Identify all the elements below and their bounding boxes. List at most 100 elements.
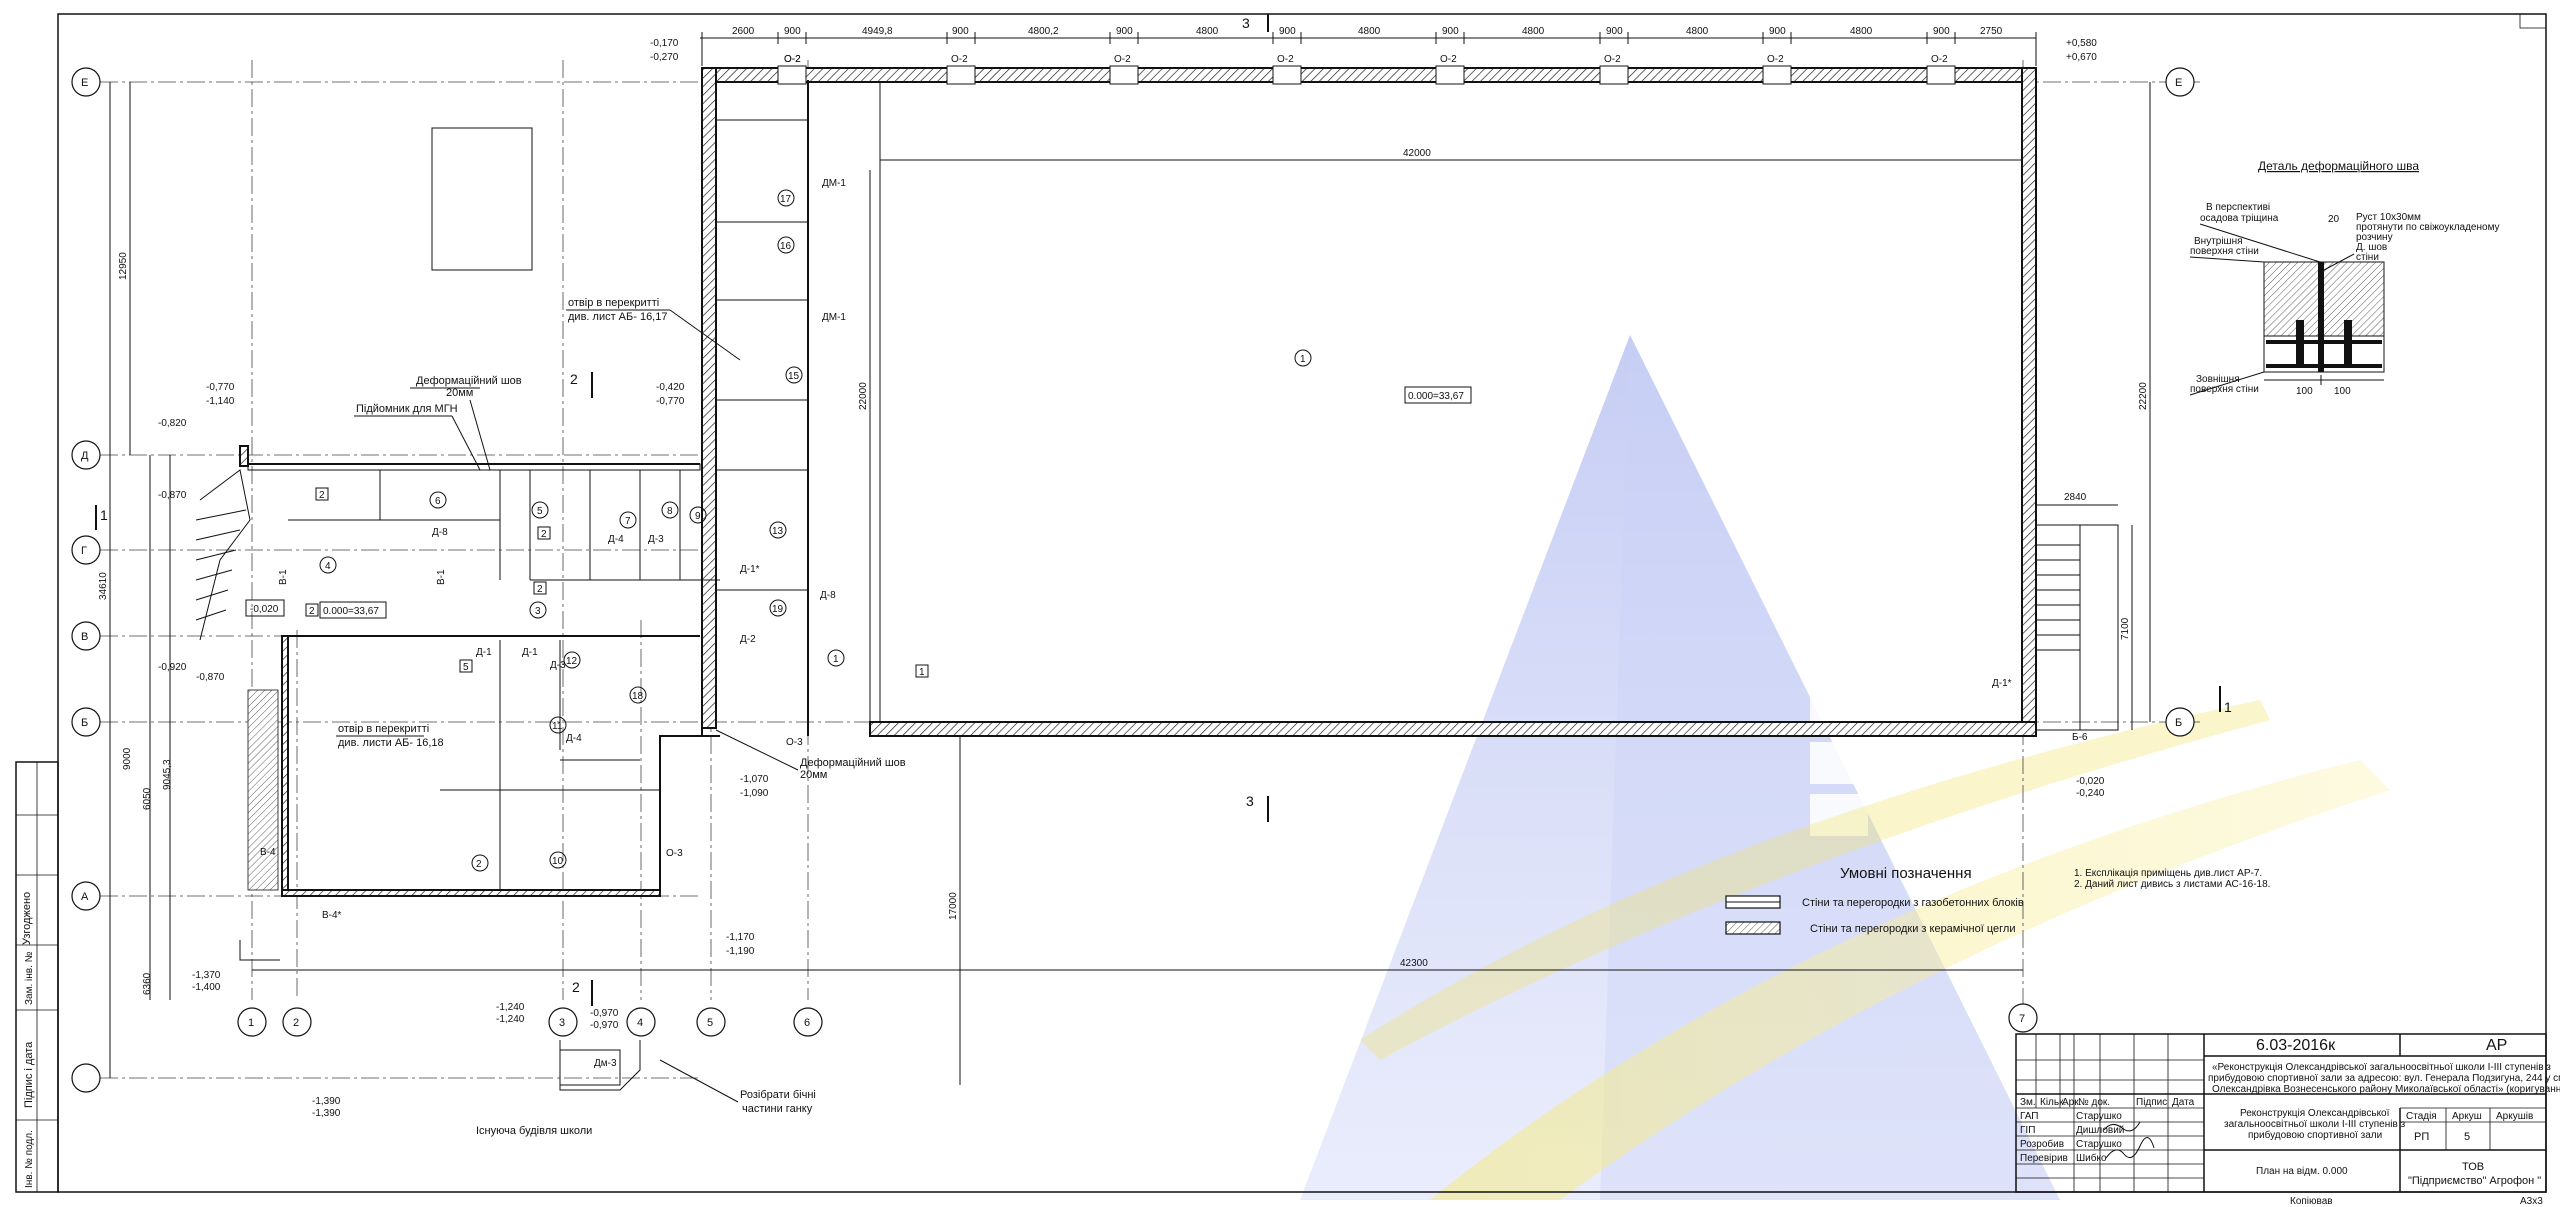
annotation: частини ганку — [742, 1103, 813, 1115]
door-tag: Д-2 — [740, 634, 756, 645]
detail-text: стіни — [2356, 252, 2379, 263]
room-tag: 2 — [541, 529, 547, 540]
door-tag: Д-1 — [522, 647, 538, 658]
room-number: 15 — [788, 371, 800, 382]
window-tag: О-2 — [1277, 54, 1294, 65]
door-tag: О-3 — [666, 848, 683, 859]
annotation: див. листи АБ- 16,18 — [338, 737, 444, 749]
dim-label: 2600 — [732, 26, 755, 37]
gym-hall: 1 0.000=33,67 1 — [915, 349, 1472, 678]
dim-label: 7100 — [2120, 617, 2131, 640]
annotation: Деформаційний шов — [800, 757, 906, 769]
dim-label: 900 — [1442, 26, 1459, 37]
room-number: 11 — [552, 721, 563, 732]
section-mark: 2 — [572, 979, 580, 995]
axis-label: А — [81, 891, 89, 903]
top-dimension-chain: 2600 900 4949,8 900 4800,2 900 4800 900 … — [700, 26, 2037, 66]
axis-label: В — [81, 631, 88, 643]
door-tag: Д-4 — [608, 534, 624, 545]
room-number: 1 — [1300, 354, 1306, 365]
tb-header: Стадія — [2406, 1111, 2437, 1122]
window-tag: О-2 — [951, 54, 968, 65]
side-label: Зам. інв. № — [24, 951, 35, 1005]
sheet-frame: Узгоджено Інв. № подл. Підпис і дата Зам… — [15, 13, 2547, 1193]
level-mark: -1,170 — [726, 932, 755, 943]
dim-label: 2840 — [2064, 492, 2087, 503]
level-mark: +0,670 — [2066, 52, 2097, 63]
dim-label: 22000 — [858, 382, 869, 410]
door-tag: ДМ-1 — [822, 178, 846, 189]
tb-header: Аркушів — [2496, 1111, 2533, 1122]
window-tag: О-2 — [1931, 54, 1948, 65]
detail-text: осадова тріщина — [2200, 213, 2279, 224]
room-tag: 2 — [319, 490, 325, 501]
tb-col: Кільк. — [2040, 1097, 2066, 1108]
note-line: 2. Даний лист дивись з листами АС-16-18. — [2074, 879, 2270, 890]
level-mark: -0,770 — [656, 396, 685, 407]
tb-stage: РП — [2414, 1131, 2429, 1143]
dim-label: 900 — [1933, 26, 1950, 37]
section-mark: 2 — [570, 371, 578, 387]
tb-col: Дата — [2172, 1097, 2195, 1108]
level-mark: -1,070 — [740, 774, 769, 785]
room-number: 5 — [537, 506, 543, 517]
annotation: Існуюча будівля школи — [476, 1125, 592, 1137]
detail-dim: 100 — [2296, 386, 2313, 397]
axis-label: 1 — [248, 1017, 254, 1029]
tb-role: Розробив — [2020, 1138, 2064, 1150]
door-tag: Дм-3 — [594, 1058, 617, 1069]
tb-role: ГІП — [2020, 1125, 2035, 1136]
room-number: 19 — [772, 604, 784, 615]
legend: Умовні позначення Стіни та перегородки з… — [1725, 865, 2024, 935]
annotation: 20мм — [800, 769, 827, 781]
room-number: 8 — [667, 506, 673, 517]
tb-role: Перевірив — [2020, 1153, 2068, 1164]
signature-mark — [2103, 1121, 2141, 1132]
plan-annotations: Деформаційний шов 20мм Підйомник для МГН… — [336, 297, 906, 1137]
dim-label: 2750 — [1980, 26, 2003, 37]
section-mark: 1 — [100, 507, 108, 523]
detail-text: поверхня стіни — [2190, 384, 2259, 395]
room-number: 7 — [625, 516, 631, 527]
level-mark: -0,270 — [650, 52, 679, 63]
legend-label: Стіни та перегородки з газобетонних блок… — [1802, 897, 2024, 909]
dim-label: 6360 — [142, 972, 153, 995]
signature-mark — [2105, 1137, 2155, 1159]
door-tag: Д-8 — [820, 590, 836, 601]
dim-label: 42000 — [1403, 148, 1431, 159]
room-number: 2 — [476, 859, 482, 870]
window-tag: О-2 — [1114, 54, 1131, 65]
legend-title: Умовні позначення — [1840, 865, 1972, 882]
level-mark: -0,820 — [158, 418, 187, 429]
level-mark: -0,970 — [590, 1008, 619, 1019]
dim-label: 900 — [784, 26, 801, 37]
dim-label: 4800 — [1358, 26, 1381, 37]
window-tag: О-2 — [784, 54, 801, 65]
tb-person: Шибко — [2076, 1152, 2107, 1164]
dim-label: 22200 — [2138, 382, 2149, 410]
company: "Підприємство" Агрофон " — [2408, 1175, 2541, 1187]
notes: 1. Експлікація приміщень див.лист АР-7. … — [2074, 868, 2270, 890]
room-tag: 2 — [537, 584, 543, 595]
axis-label: Е — [81, 77, 88, 89]
door-tag: В-1 — [278, 569, 289, 585]
dim-label: 4800,2 — [1028, 26, 1059, 37]
level-mark: -1,400 — [192, 982, 221, 993]
legend-label: Стіни та перегородки з керамічної цегли — [1810, 923, 2015, 935]
door-tag: Б-6 — [2072, 732, 2088, 743]
annotation: Підйомник для МГН — [356, 403, 458, 415]
level-box: 0.000=33,67 — [1408, 391, 1464, 402]
door-tag: В-1 — [436, 569, 447, 585]
annotation: 20мм — [446, 387, 473, 399]
dim-label: 42300 — [1400, 958, 1428, 969]
copied-label: Копіював — [2290, 1196, 2333, 1207]
detail-text: В перспективі — [2206, 202, 2270, 213]
room-number: 16 — [780, 241, 792, 252]
level-mark: -1,240 — [496, 1014, 525, 1025]
section-marks: 1 2 2 3 3 1 — [95, 14, 2232, 1006]
level-mark: -0,020 — [2076, 776, 2105, 787]
door-tags: Д-8 Д-8 Д-1 Д-1 Д-3 Д-3 Д-4 Д-1* Д-2 Д-1… — [260, 54, 2012, 1069]
room-number: 6 — [435, 496, 441, 507]
level-mark: -0,870 — [158, 490, 187, 501]
